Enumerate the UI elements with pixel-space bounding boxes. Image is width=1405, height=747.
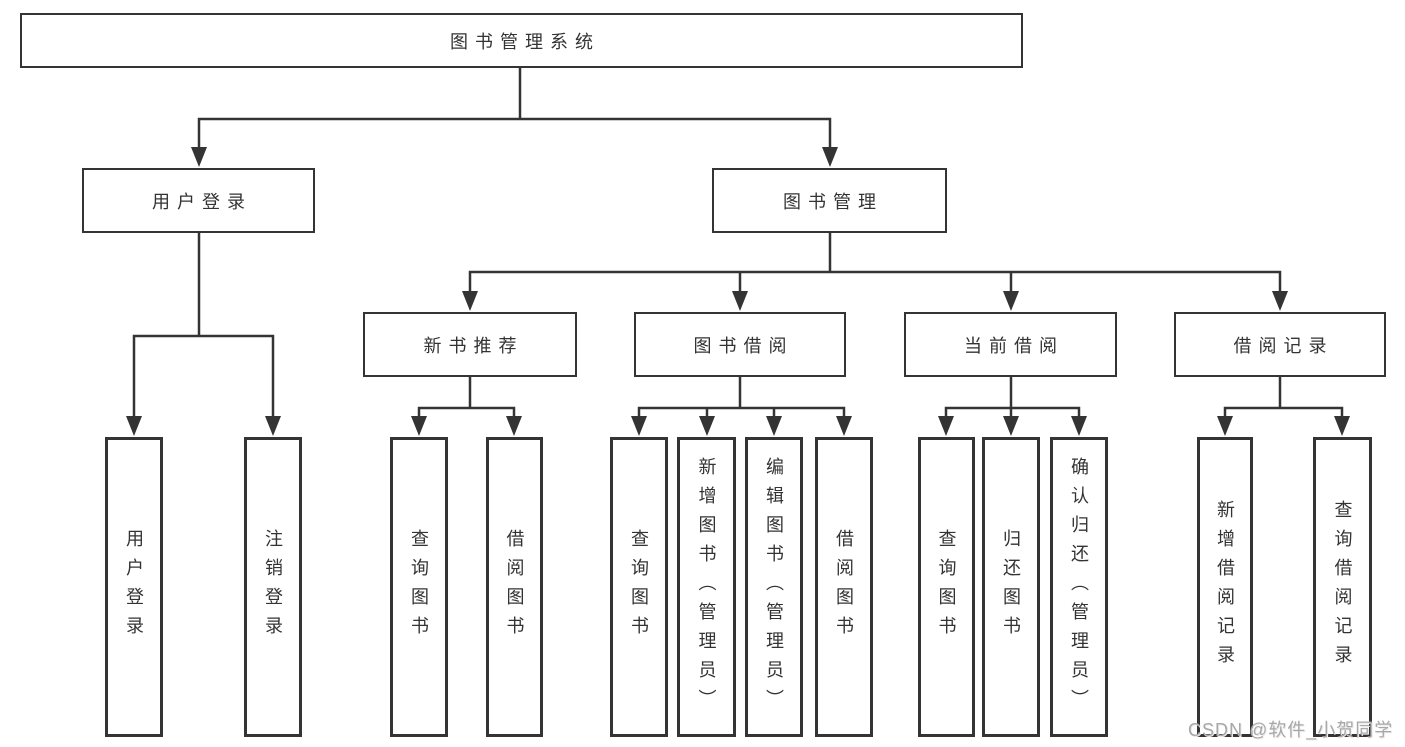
arrow-down-icon [1334, 416, 1350, 436]
arrow-down-icon [836, 416, 852, 436]
leaf-borrow-book-1-label: 借阅图书 [504, 529, 525, 645]
arrow-down-icon [462, 291, 478, 311]
node-book-management-label: 图书管理 [783, 191, 883, 212]
node-book-borrow-label: 图书借阅 [693, 335, 794, 356]
leaf-query-borrow-record: 查询借阅记录 [1313, 437, 1372, 737]
leaf-borrow-book-1: 借阅图书 [486, 437, 543, 737]
leaf-user-login: 用户登录 [105, 437, 163, 737]
leaf-query-book-1-label: 查询图书 [409, 529, 429, 645]
arrow-down-icon [265, 416, 281, 436]
leaf-user-login-label: 用户登录 [124, 529, 144, 645]
arrow-down-icon [411, 416, 427, 436]
arrow-down-icon [938, 416, 954, 436]
leaf-edit-book-admin-label: 编辑图书（管理员） [764, 456, 784, 718]
node-borrow-records: 借阅记录 [1174, 312, 1386, 377]
leaf-query-book-2: 查询图书 [610, 437, 668, 737]
arrow-down-icon [822, 147, 838, 167]
leaf-add-borrow-record-label: 新增借阅记录 [1215, 500, 1235, 674]
arrow-down-icon [1217, 416, 1233, 436]
arrowhead-icons [126, 147, 1350, 436]
node-book-management: 图书管理 [712, 168, 947, 233]
leaf-return-book-label: 归还图书 [1001, 529, 1021, 645]
arrow-down-icon [732, 291, 748, 311]
leaf-add-borrow-record: 新增借阅记录 [1197, 437, 1253, 737]
leaf-confirm-return-admin: 确认归还（管理员） [1050, 437, 1108, 737]
leaf-add-book-admin: 新增图书（管理员） [677, 437, 736, 737]
node-current-borrow-label: 当前借阅 [964, 335, 1064, 356]
leaf-return-book: 归还图书 [982, 437, 1040, 737]
leaf-query-book-2-label: 查询图书 [629, 529, 649, 645]
arrow-down-icon [506, 416, 522, 436]
leaf-query-book-3-label: 查询图书 [936, 529, 957, 645]
node-root-label: 图书管理系统 [450, 31, 600, 52]
node-borrow-records-label: 借阅记录 [1233, 335, 1334, 356]
leaf-borrow-book-2-label: 借阅图书 [834, 529, 854, 645]
node-new-book-recommend: 新书推荐 [363, 312, 577, 377]
leaf-query-book-1: 查询图书 [390, 437, 448, 737]
arrow-down-icon [631, 416, 647, 436]
leaf-edit-book-admin: 编辑图书（管理员） [745, 437, 803, 737]
node-root: 图书管理系统 [20, 13, 1023, 68]
arrow-down-icon [766, 416, 782, 436]
arrow-down-icon [1272, 291, 1288, 311]
node-user-login-label: 用户登录 [152, 191, 252, 212]
leaf-logout: 注销登录 [244, 437, 302, 737]
arrow-down-icon [191, 147, 207, 167]
arrow-down-icon [699, 416, 715, 436]
arrow-down-icon [126, 416, 142, 436]
node-current-borrow: 当前借阅 [904, 312, 1117, 377]
leaf-borrow-book-2: 借阅图书 [815, 437, 873, 737]
node-user-login: 用户登录 [82, 168, 315, 233]
node-book-borrow: 图书借阅 [634, 312, 846, 377]
arrow-down-icon [1071, 416, 1087, 436]
csdn-watermark: CSDN @软件_小贺同学 [1188, 720, 1394, 740]
leaf-confirm-return-admin-label: 确认归还（管理员） [1069, 456, 1089, 718]
leaf-query-borrow-record-label: 查询借阅记录 [1332, 500, 1353, 674]
node-new-book-recommend-label: 新书推荐 [423, 335, 524, 356]
arrow-down-icon [1003, 416, 1019, 436]
leaf-query-book-3: 查询图书 [918, 437, 975, 737]
leaf-add-book-admin-label: 新增图书（管理员） [696, 456, 717, 718]
leaf-logout-label: 注销登录 [263, 529, 283, 645]
tree-edges [132, 66, 1344, 422]
arrow-down-icon [1003, 291, 1019, 311]
